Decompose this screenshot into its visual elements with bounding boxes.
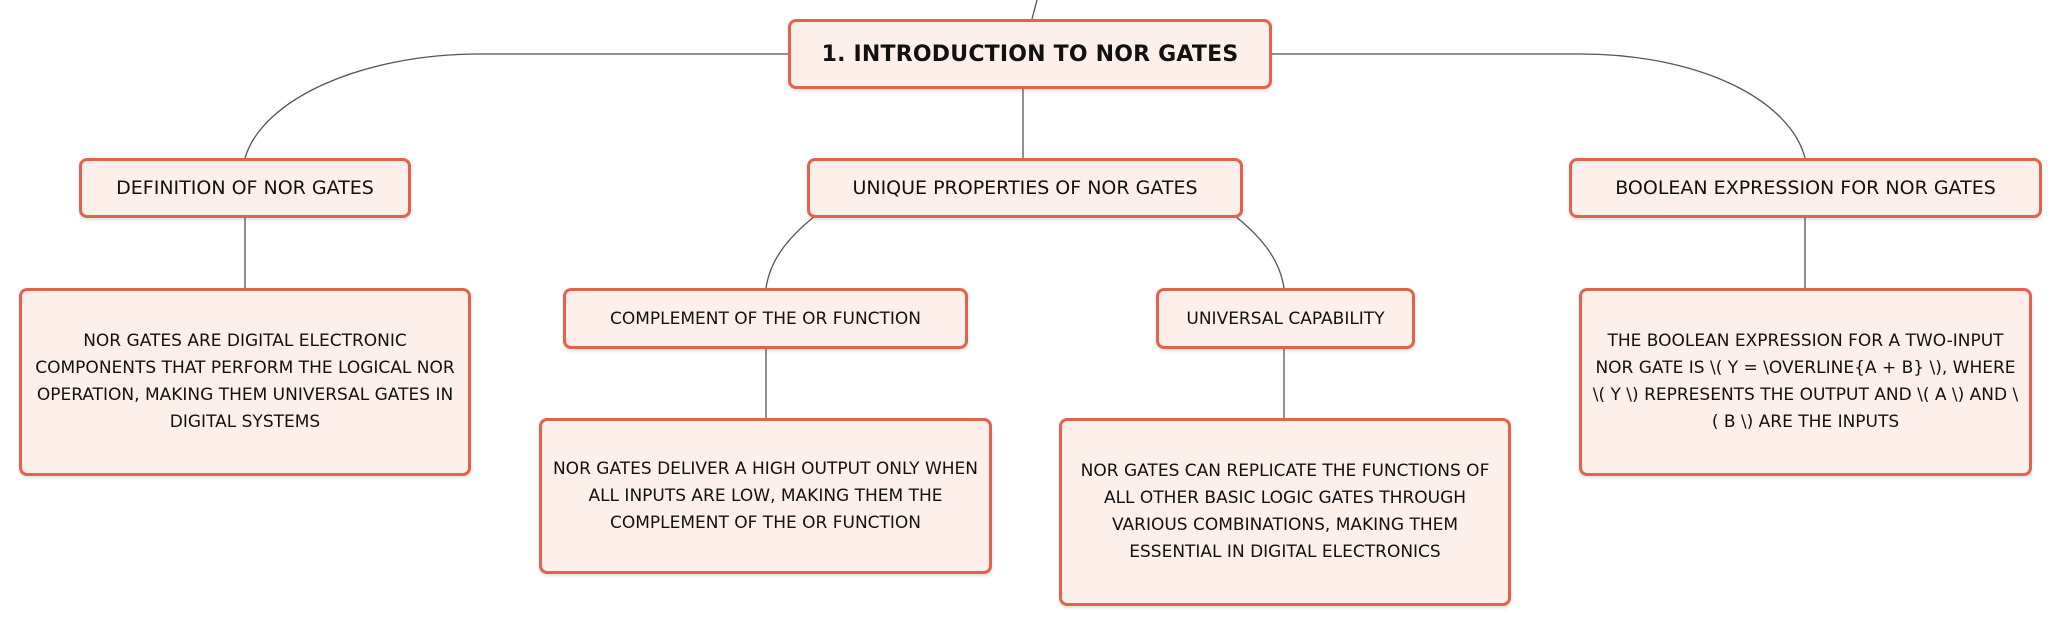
boolean-label: BOOLEAN EXPRESSION FOR NOR GATES — [1615, 177, 1996, 199]
boolean-detail-text: THE BOOLEAN EXPRESSION FOR A TWO-INPUT N… — [1592, 331, 2019, 432]
definition-node[interactable]: DEFINITION OF NOR GATES — [79, 158, 411, 218]
universal-label: UNIVERSAL CAPABILITY — [1186, 308, 1385, 329]
root-topic-label: 1. INTRODUCTION TO NOR GATES — [821, 41, 1239, 67]
connector-properties-complement — [765, 215, 816, 289]
complement-label: COMPLEMENT OF THE OR FUNCTION — [609, 308, 922, 329]
connector-properties-universal — [1234, 215, 1285, 289]
properties-label: UNIQUE PROPERTIES OF NOR GATES — [852, 177, 1198, 199]
definition-detail-node[interactable]: NOR GATES ARE DIGITAL ELECTRONIC COMPONE… — [19, 288, 471, 476]
connector-root-boolean — [1272, 53, 1806, 159]
boolean-detail-node[interactable]: THE BOOLEAN EXPRESSION FOR A TWO-INPUT N… — [1579, 288, 2032, 476]
complement-detail-node[interactable]: NOR GATES DELIVER A HIGH OUTPUT ONLY WHE… — [539, 418, 992, 574]
boolean-node[interactable]: BOOLEAN EXPRESSION FOR NOR GATES — [1569, 158, 2042, 218]
definition-label: DEFINITION OF NOR GATES — [116, 177, 374, 199]
root-topic-node[interactable]: 1. INTRODUCTION TO NOR GATES — [788, 19, 1272, 89]
connector-root-definition — [244, 53, 788, 159]
properties-node[interactable]: UNIQUE PROPERTIES OF NOR GATES — [807, 158, 1243, 218]
complement-node[interactable]: COMPLEMENT OF THE OR FUNCTION — [563, 288, 968, 349]
universal-detail-text: NOR GATES CAN REPLICATE THE FUNCTIONS OF… — [1080, 461, 1490, 562]
universal-detail-node[interactable]: NOR GATES CAN REPLICATE THE FUNCTIONS OF… — [1059, 418, 1511, 606]
complement-detail-text: NOR GATES DELIVER A HIGH OUTPUT ONLY WHE… — [552, 458, 979, 533]
definition-detail-text: NOR GATES ARE DIGITAL ELECTRONIC COMPONE… — [35, 331, 455, 432]
universal-node[interactable]: UNIVERSAL CAPABILITY — [1156, 288, 1415, 349]
connector-top-stub — [1031, 0, 1038, 20]
